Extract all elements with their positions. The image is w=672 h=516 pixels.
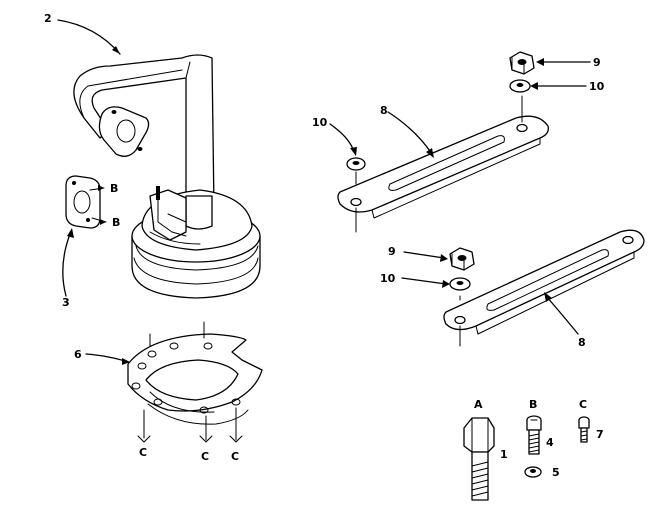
- gasket-label-b-bottom: B: [112, 216, 120, 229]
- bolt-c: [578, 416, 590, 443]
- callout-3: 3: [62, 296, 70, 309]
- washer-upper-left: [346, 157, 366, 185]
- callout-5: 5: [552, 466, 560, 479]
- bolt-b: [526, 415, 542, 455]
- washer-upper-right: [509, 79, 531, 93]
- leader-lines: [57, 19, 591, 365]
- bolt-label-b: B: [529, 398, 537, 411]
- callout-2: 2: [44, 12, 52, 25]
- shield-label-c-right: C: [231, 450, 239, 463]
- hex-nut-lower: [449, 247, 475, 271]
- gasket-label-b-top: B: [110, 182, 118, 195]
- shield-label-c-mid: C: [201, 450, 209, 463]
- callout-10-upper-right: 10: [589, 80, 605, 93]
- muffler: [131, 186, 261, 299]
- bolt-label-c: C: [579, 398, 587, 411]
- callout-4: 4: [546, 436, 554, 449]
- bolt-a: [463, 417, 495, 501]
- letter-labels: B B A B C C C C: [110, 182, 587, 463]
- callout-6: 6: [74, 348, 82, 361]
- callout-1: 1: [500, 448, 508, 461]
- callout-8-lower: 8: [578, 336, 586, 349]
- callout-9-upper: 9: [593, 56, 601, 69]
- washer-lower: [449, 277, 471, 291]
- bolt-label-a: A: [474, 398, 483, 411]
- lock-washer: [524, 466, 542, 478]
- hex-nut-upper: [509, 51, 535, 75]
- shield-label-c-left: C: [139, 446, 147, 459]
- callout-8-upper: 8: [380, 104, 388, 117]
- callout-7: 7: [596, 428, 604, 441]
- callout-9-lower: 9: [388, 245, 396, 258]
- callout-labels: 2 3 6 10 8 9 10 9 10 8 1 4 5 7: [44, 12, 605, 479]
- strap-upper: [337, 95, 549, 233]
- callout-10-lower: 10: [380, 272, 396, 285]
- strap-lower: [443, 229, 645, 347]
- heat-shield: [127, 321, 263, 443]
- callout-10-upper-left: 10: [312, 116, 328, 129]
